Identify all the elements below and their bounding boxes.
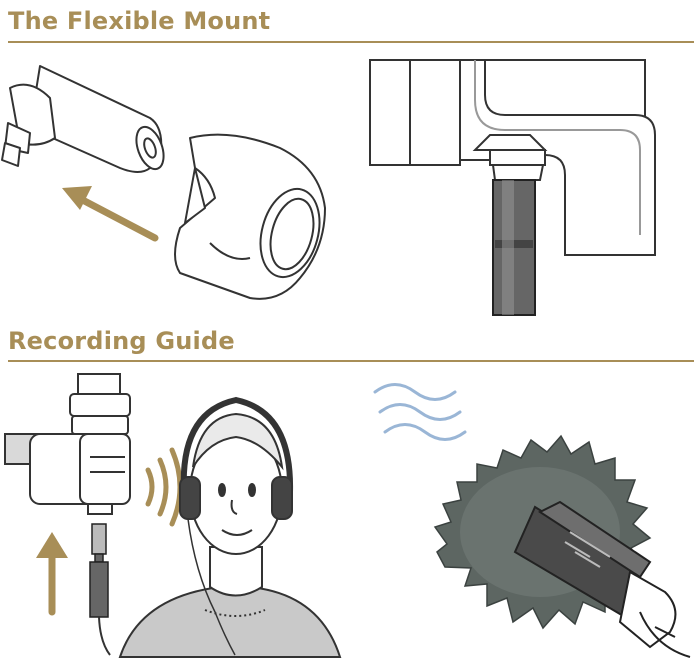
mount-attach-illustration <box>1 65 326 300</box>
section-title-flexible-mount: The Flexible Mount <box>8 7 271 35</box>
headphone-monitoring-illustration <box>4 373 342 658</box>
section-divider <box>8 41 694 43</box>
section-divider <box>8 360 694 362</box>
section-title-recording-guide: Recording Guide <box>8 327 235 355</box>
arrow-icon <box>62 186 159 242</box>
mount-detail-illustration <box>369 59 656 316</box>
wind-icon <box>373 383 467 441</box>
windshield-illustration <box>373 383 691 658</box>
sound-wave-icon <box>145 447 183 527</box>
arrow-icon <box>36 532 68 616</box>
